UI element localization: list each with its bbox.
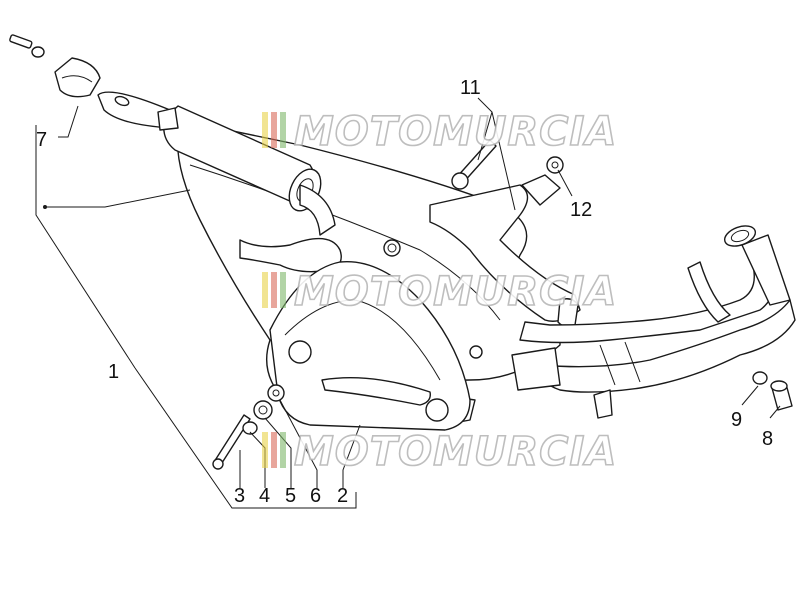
watermark-stripe [280,272,286,308]
callout-4: 4 [259,485,270,507]
callout-12: 12 [570,199,592,221]
watermark-stripe [262,272,268,308]
watermark-logo: MOTOMURCIA [262,268,617,316]
callout-labels: 7 1 3 4 5 6 2 11 12 9 8 [36,77,773,507]
callout-7: 7 [36,129,47,151]
mounting-bracket [429,174,581,328]
nut-part-5-icon [253,400,273,420]
watermark-text: MOTOMURCIA [294,429,617,475]
washer-part-6-icon [267,384,285,402]
nut-part-12-icon [546,156,564,174]
washer-part-9-icon [752,371,768,385]
watermark-text: MOTOMURCIA [294,269,617,315]
callout-9: 9 [731,409,742,431]
watermark-text: MOTOMURCIA [294,109,617,155]
callout-8: 8 [762,428,773,450]
callout-1: 1 [108,361,119,383]
screw-part-8-icon [770,380,793,411]
hardware [9,34,793,470]
watermark-stripe [262,432,268,468]
washer-part-4-icon [242,421,258,435]
bolt-part-3-icon [212,414,251,470]
watermark: MOTOMURCIA MOTOMURCIA MOTOMURCIA [262,108,617,476]
watermark-stripe [262,112,268,148]
watermark-stripe [271,432,277,468]
exhaust-manifold [511,225,796,419]
heat-shield [269,260,471,431]
watermark-stripe [271,112,277,148]
end-cap-icon [54,57,101,98]
screw-top-left-icon [9,34,45,58]
callout-5: 5 [285,485,296,507]
leader-lines [35,97,781,509]
watermark-logo: MOTOMURCIA [262,108,617,156]
watermark-logo: MOTOMURCIA [262,428,617,476]
callout-2: 2 [337,485,348,507]
watermark-stripe [280,112,286,148]
bolt-part-11-icon [451,139,497,190]
callout-6: 6 [310,485,321,507]
watermark-stripe [271,272,277,308]
callout-11: 11 [460,77,481,99]
callout-3: 3 [234,485,245,507]
watermark-stripe [280,432,286,468]
